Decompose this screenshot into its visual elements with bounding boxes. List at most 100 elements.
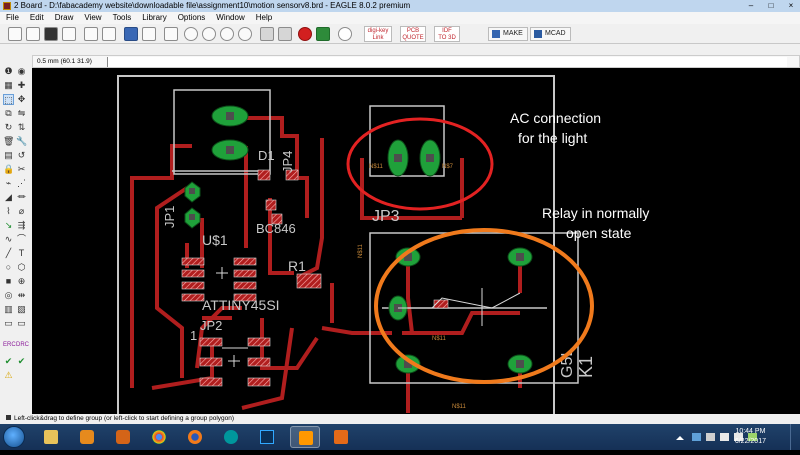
help-icon[interactable] xyxy=(338,27,352,41)
rect-icon[interactable]: ■ xyxy=(5,276,12,286)
arc-icon[interactable]: ⌒ xyxy=(16,234,26,244)
open-icon[interactable] xyxy=(26,27,40,41)
smash-icon[interactable]: ✂ xyxy=(17,164,26,174)
menu-window[interactable]: Window xyxy=(216,13,245,22)
menu-options[interactable]: Options xyxy=(177,13,206,22)
erc-icon[interactable]: ERC xyxy=(3,342,16,348)
command-line-input[interactable] xyxy=(107,57,787,67)
change-icon[interactable]: 🔧 xyxy=(16,136,28,146)
line-icon[interactable]: ╱ xyxy=(5,248,12,258)
autorouter-icon[interactable]: ⇶ xyxy=(17,220,26,230)
left-tool-palette: ❶ ◉ ▦ ✚ ⬚ ✥ ⧉ ⇋ ↻ ⇅ 🗑 🔧 ▤ ↺ 🔒 ✂ ⌁ ⋰ ◢ ⏛ … xyxy=(0,58,30,413)
hole-icon[interactable]: ⊕ xyxy=(17,276,26,286)
drc-icon[interactable]: DRC xyxy=(16,342,29,348)
zoom-in-icon[interactable] xyxy=(202,27,216,41)
save-icon[interactable] xyxy=(44,27,58,41)
show-desktop-button[interactable] xyxy=(790,424,800,450)
ok-check-icon[interactable]: ✔ xyxy=(4,356,13,366)
ps-logo-icon xyxy=(260,430,274,444)
align-icon[interactable]: ⇅ xyxy=(17,122,26,132)
circle-icon[interactable]: ○ xyxy=(5,262,12,272)
ripup-icon[interactable]: ⌀ xyxy=(18,206,25,216)
display-icon[interactable]: ▦ xyxy=(4,80,13,90)
airwires xyxy=(222,288,521,349)
annotation-ellipse-relay xyxy=(374,228,594,384)
info-icon[interactable]: ❶ xyxy=(4,66,13,76)
text-icon[interactable]: T xyxy=(18,248,25,258)
route-icon[interactable]: ⌇ xyxy=(6,206,11,216)
mirror-icon[interactable]: ⇋ xyxy=(17,108,26,118)
warning-icon[interactable]: ⚠ xyxy=(4,370,13,380)
show-icon[interactable]: ◉ xyxy=(17,66,26,76)
make-button[interactable]: MAKE xyxy=(488,27,528,41)
miter-icon[interactable]: ◢ xyxy=(5,192,12,202)
lock-icon[interactable]: 🔒 xyxy=(3,164,15,174)
zoom-out-icon[interactable] xyxy=(220,27,234,41)
grid-icon[interactable] xyxy=(8,27,22,41)
wire-icon[interactable]: ∿ xyxy=(4,234,13,244)
title-bar[interactable]: 2 Board - D:\fabacademy website\download… xyxy=(0,0,800,12)
menu-view[interactable]: View xyxy=(84,13,102,22)
mcad-button[interactable]: MCAD xyxy=(530,27,571,41)
script-icon[interactable] xyxy=(142,27,156,41)
zoom-redraw-icon[interactable] xyxy=(238,27,252,41)
ok-check2-icon[interactable]: ✔ xyxy=(17,356,26,366)
replace-icon[interactable]: ↺ xyxy=(17,150,26,160)
media-player-icon[interactable] xyxy=(72,426,102,448)
menu-file[interactable]: File xyxy=(6,13,19,22)
via-icon[interactable]: ◎ xyxy=(4,290,13,300)
close-button[interactable]: × xyxy=(788,1,794,10)
layer-icon[interactable]: ▧ xyxy=(17,304,26,314)
print-icon[interactable] xyxy=(62,27,76,41)
maximize-button[interactable]: □ xyxy=(768,1,774,10)
menu-library[interactable]: Library xyxy=(142,13,167,22)
paste-icon[interactable]: ▤ xyxy=(4,150,13,160)
move-icon[interactable]: ✥ xyxy=(17,94,26,104)
delete-icon[interactable]: 🗑 xyxy=(3,136,15,146)
name-icon[interactable]: ▭ xyxy=(4,318,13,328)
copy-icon[interactable]: ⧉ xyxy=(5,108,12,118)
zoom-fit-icon[interactable] xyxy=(184,27,198,41)
photoshop-icon[interactable] xyxy=(252,426,282,448)
split-icon[interactable]: ⌁ xyxy=(5,178,12,188)
meander-icon[interactable]: ⏛ xyxy=(16,192,26,202)
board-icon[interactable] xyxy=(102,27,116,41)
menu-edit[interactable]: Edit xyxy=(29,13,44,22)
chrome-icon[interactable] xyxy=(144,426,174,448)
pcb-label: PCB xyxy=(406,28,420,34)
pcb-quote-button[interactable]: PCB QUOTE xyxy=(400,26,426,42)
idf-label: IDF xyxy=(442,28,452,34)
menu-help[interactable]: Help xyxy=(255,13,273,22)
group-icon[interactable]: ⬚ xyxy=(3,94,14,105)
go-icon[interactable] xyxy=(316,27,330,41)
video-icon[interactable] xyxy=(108,426,138,448)
cam-icon[interactable] xyxy=(84,27,98,41)
clock[interactable]: 10:44 PM 6/22/2017 xyxy=(735,427,766,447)
idf-to-3d-button[interactable]: IDF TO 3D xyxy=(434,26,460,42)
board-canvas[interactable]: JP3 JP1 JP2 JP4 D1 U$1 BC846 R1 ATTINY45… xyxy=(32,68,800,455)
menu-tools[interactable]: Tools xyxy=(112,13,132,22)
rotate-icon[interactable]: ↻ xyxy=(4,122,13,132)
digikey-link-button[interactable]: digi-key Link xyxy=(364,26,392,42)
start-orb[interactable] xyxy=(3,426,25,448)
run-ulp-icon[interactable] xyxy=(164,27,178,41)
schematic-icon[interactable] xyxy=(124,27,138,41)
firefox-icon[interactable] xyxy=(180,426,210,448)
optimize-icon[interactable]: ⋰ xyxy=(17,178,26,188)
system-tray[interactable] xyxy=(674,424,764,450)
mark-icon[interactable]: ✚ xyxy=(17,80,26,90)
minimize-button[interactable]: – xyxy=(748,1,754,10)
eagle-icon[interactable] xyxy=(326,426,356,448)
stop-icon[interactable] xyxy=(298,27,312,41)
dimension-icon[interactable]: ⇹ xyxy=(17,290,26,300)
ratsnest-icon[interactable]: ▥ xyxy=(4,304,13,314)
undo-icon[interactable] xyxy=(260,27,274,41)
explorer-icon[interactable] xyxy=(36,426,66,448)
redo-icon[interactable] xyxy=(278,27,292,41)
polygon-icon[interactable]: ⬡ xyxy=(17,262,26,272)
arduino-icon[interactable] xyxy=(216,426,246,448)
value-icon[interactable]: ▭ xyxy=(17,318,26,328)
menu-draw[interactable]: Draw xyxy=(54,13,74,22)
fanout-icon[interactable]: ↘ xyxy=(4,220,13,230)
sublime-icon[interactable] xyxy=(290,426,320,448)
